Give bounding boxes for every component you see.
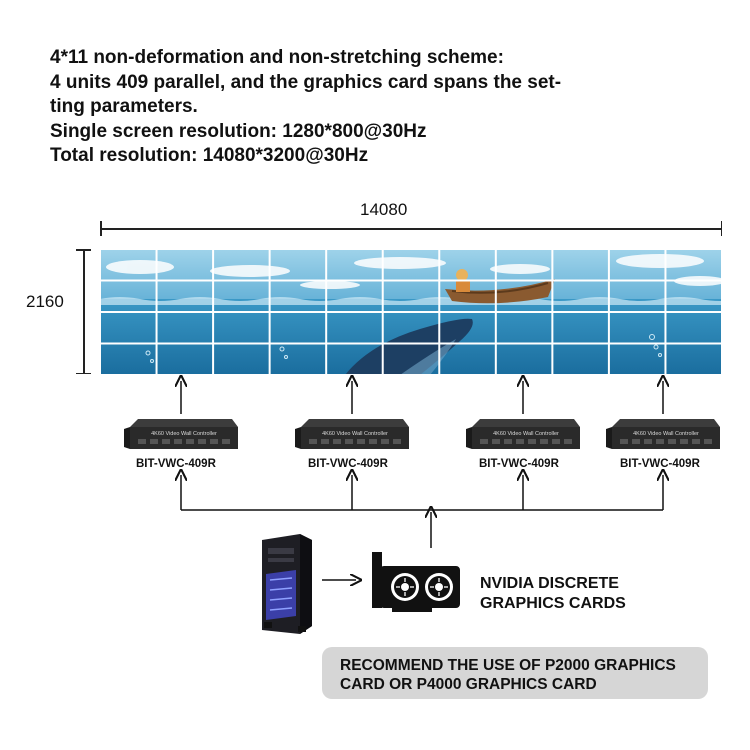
height-dimension-line: [76, 249, 92, 374]
recommendation-line-1: RECOMMEND THE USE OF P2000 GRAPHICS: [340, 657, 676, 674]
wall-bezel-grid: [100, 249, 722, 375]
video-wall: [100, 249, 722, 375]
description-line-4: Single screen resolution: 1280*800@30Hz: [50, 120, 427, 142]
controller-label-4: BIT-VWC-409R: [620, 458, 700, 470]
description-line-5: Total resolution: 14080*3200@30Hz: [50, 145, 369, 166]
controller-unit-3: 4K60 Video Wall Controller: [466, 417, 580, 451]
recommendation-box: RECOMMEND THE USE OF P2000 GRAPHICS CARD…: [322, 647, 708, 699]
width-dimension-line: [100, 217, 722, 236]
description-line-1: 4*11 non-deformation and non-stretching …: [50, 47, 504, 68]
controller-label-1: BIT-VWC-409R: [136, 458, 216, 470]
controller-label-2: BIT-VWC-409R: [308, 458, 388, 470]
controller-panel-text: 4K60 Video Wall Controller: [633, 431, 699, 437]
controller-label-3: BIT-VWC-409R: [479, 458, 559, 470]
description-line-3: ting parameters.: [50, 96, 198, 117]
description-line-2: 4 units 409 parallel, and the graphics c…: [50, 71, 562, 93]
controller-panel-text: 4K60 Video Wall Controller: [151, 431, 217, 437]
graphics-card-label: NVIDIA DISCRETE GRAPHICS CARDS: [480, 574, 626, 614]
controller-unit-1: 4K60 Video Wall Controller: [124, 417, 238, 451]
width-dimension-label: 14080: [360, 200, 408, 219]
scheme-description: 4*11 non-deformation and non-stretching …: [50, 46, 610, 169]
recommendation-line-2: CARD OR P4000 GRAPHICS CARD: [340, 676, 597, 693]
controller-unit-2: 4K60 Video Wall Controller: [295, 417, 409, 451]
graphics-label-line-2: GRAPHICS CARDS: [480, 595, 626, 612]
height-dimension-label: 2160: [26, 292, 64, 311]
controller-panel-text: 4K60 Video Wall Controller: [322, 431, 388, 437]
controller-panel-text: 4K60 Video Wall Controller: [493, 431, 559, 437]
graphics-label-line-1: NVIDIA DISCRETE: [480, 575, 619, 592]
controller-unit-4: 4K60 Video Wall Controller: [606, 417, 720, 451]
